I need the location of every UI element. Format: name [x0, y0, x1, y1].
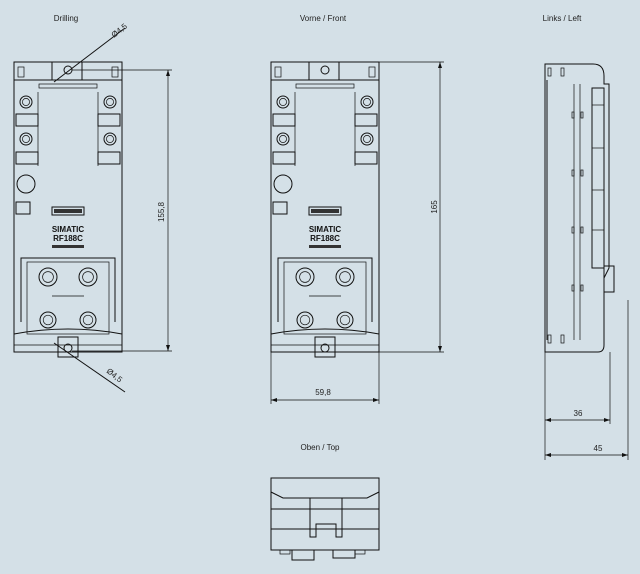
drawing-line — [272, 201, 288, 215]
m12-connector — [78, 267, 98, 287]
depth-dimension-inner: 36 — [574, 409, 583, 418]
drawing-line — [311, 209, 339, 213]
reader-port — [19, 95, 33, 109]
left-view-title: Links / Left — [543, 14, 582, 23]
device-model-label: RF188C — [53, 234, 83, 243]
front-width-dimension: 59,8 — [315, 388, 331, 397]
drawing-line — [13, 328, 123, 335]
reader-port — [103, 132, 117, 146]
mounting-tab-bottom — [314, 336, 336, 358]
drilling-height-dimension: 155,8 — [157, 201, 166, 222]
drawing-line — [283, 261, 367, 335]
mounting-hole-top — [63, 65, 73, 75]
device-brand-label: SIMATIC — [309, 225, 342, 234]
drilling-view: SIMATIC RF188C — [13, 61, 123, 358]
reader-port — [106, 98, 114, 106]
drawing-line — [20, 257, 116, 322]
m12-connector — [39, 311, 57, 329]
label-plate — [51, 206, 85, 216]
drilling-view-title: Drilling — [54, 14, 78, 23]
drawing-line — [15, 201, 31, 215]
m12-connector — [42, 271, 54, 283]
drawing-line — [17, 66, 25, 78]
drawing-line — [354, 151, 378, 165]
device-brand-label: SIMATIC — [52, 225, 85, 234]
front-view-title: Vorne / Front — [300, 14, 347, 23]
front-dimensions: 165 59,8 — [270, 61, 444, 404]
hole-diameter-bottom: Ø4,5 — [105, 366, 125, 384]
m12-connector — [79, 311, 97, 329]
m12-connector — [335, 267, 355, 287]
depth-dimension-outer: 45 — [594, 444, 603, 453]
drawing-line — [309, 245, 341, 248]
led-strip — [295, 83, 355, 89]
drawing-line — [272, 151, 296, 165]
reader-port — [360, 132, 374, 146]
m12-connector — [339, 271, 351, 283]
mounting-tab-top — [308, 61, 340, 81]
left-view: 36 45 — [544, 63, 629, 460]
drawing-line — [97, 113, 121, 127]
m12-connector — [82, 314, 94, 326]
reader-port — [103, 95, 117, 109]
status-window — [16, 174, 36, 194]
m12-connector — [299, 271, 311, 283]
reader-port — [276, 132, 290, 146]
m12-connector — [82, 271, 94, 283]
m12-connector — [299, 314, 311, 326]
reader-port — [363, 135, 371, 143]
reader-port — [363, 98, 371, 106]
drawing-line — [52, 245, 84, 248]
drawing-line — [97, 151, 121, 165]
housing-outline — [270, 61, 380, 353]
hole-diameter-top: Ø4,5 — [110, 21, 130, 39]
drawing-line — [26, 261, 110, 335]
reader-port — [19, 132, 33, 146]
front-height-dimension: 165 — [430, 200, 439, 214]
housing-outline — [13, 61, 123, 353]
drawing-line — [15, 151, 39, 165]
m12-connector — [38, 267, 58, 287]
m12-connector — [42, 314, 54, 326]
drawing-line — [354, 113, 378, 127]
top-view — [270, 477, 380, 561]
drawing-line — [270, 328, 380, 335]
top-view-title: Oben / Top — [301, 443, 341, 452]
status-window — [273, 174, 293, 194]
reader-port — [276, 95, 290, 109]
reader-port — [360, 95, 374, 109]
drawing-line — [15, 113, 39, 127]
m12-connector — [295, 267, 315, 287]
drawing-line — [368, 66, 376, 78]
drawing-line — [54, 209, 82, 213]
drawing-line — [272, 113, 296, 127]
mounting-tab-bottom — [57, 336, 79, 358]
label-plate — [308, 206, 342, 216]
m12-connector — [339, 314, 351, 326]
reader-port — [22, 135, 30, 143]
drawing-line — [111, 66, 119, 78]
mounting-hole-top — [320, 65, 330, 75]
front-view: SIMATIC RF188C — [270, 61, 380, 358]
drawing-line — [274, 66, 282, 78]
reader-port — [279, 135, 287, 143]
m12-connector — [296, 311, 314, 329]
led-strip — [38, 83, 98, 89]
m12-connector — [336, 311, 354, 329]
reader-port — [279, 98, 287, 106]
device-model-label: RF188C — [310, 234, 340, 243]
drawing-line — [277, 257, 373, 322]
reader-port — [106, 135, 114, 143]
reader-port — [22, 98, 30, 106]
